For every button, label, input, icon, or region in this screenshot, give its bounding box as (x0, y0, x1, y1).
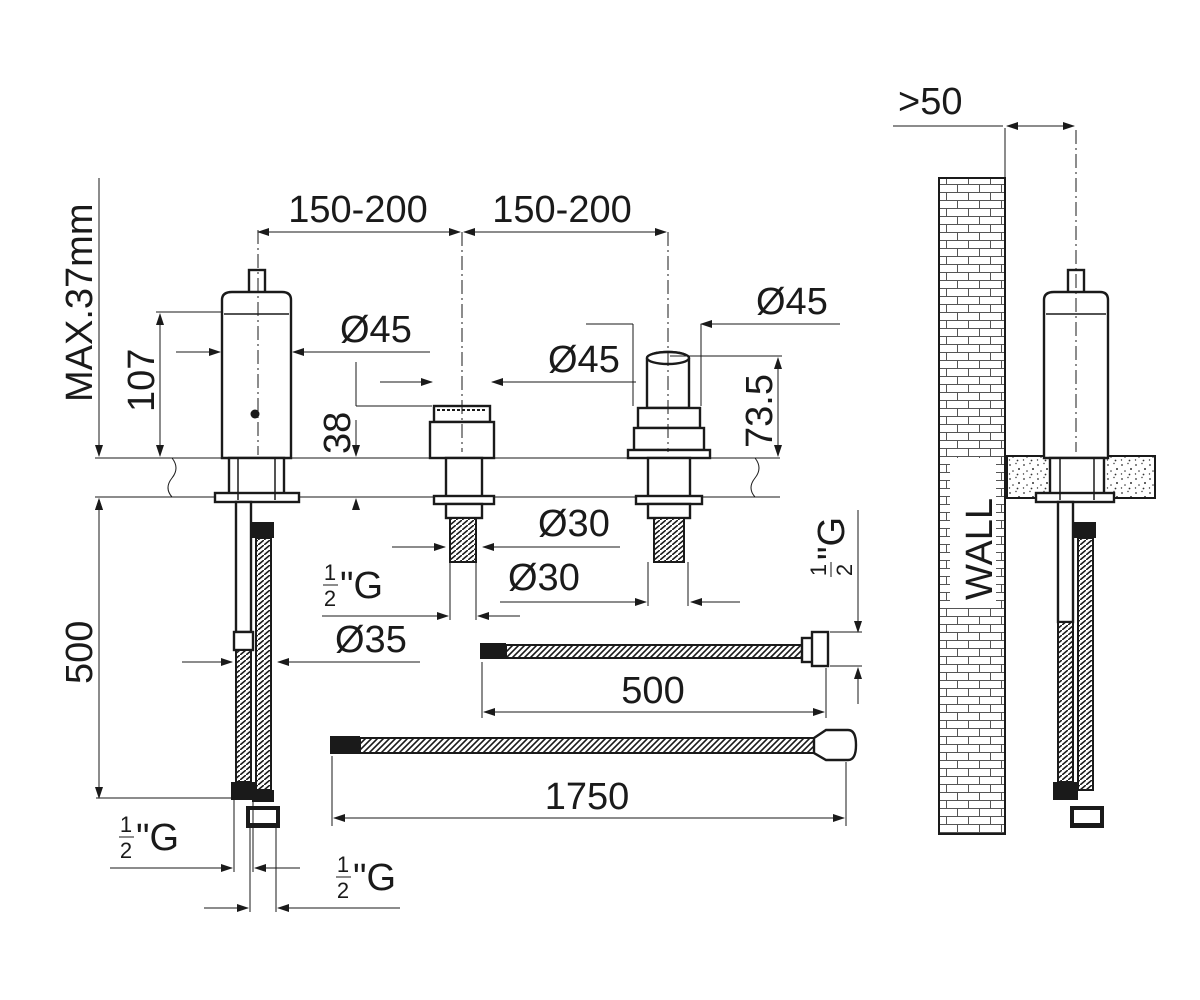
svg-text:1: 1 (337, 852, 349, 877)
label-length-500: 500 (59, 621, 101, 684)
label-max-thickness: MAX.37mm (59, 204, 101, 402)
dimension-labels: MAX.37mm 150-200 150-200 107 Ø45 Ø45 Ø45… (59, 81, 1001, 818)
label-diam-middle: Ø45 (548, 339, 620, 381)
label-spacing-left: 150-200 (288, 189, 427, 231)
svg-text:2: 2 (120, 838, 132, 863)
svg-text:2: 2 (832, 564, 857, 576)
spout-body (213, 230, 301, 828)
thread-label-bottom-right: 1 2 "G (336, 852, 396, 903)
label-diam-spout: Ø45 (340, 309, 412, 351)
svg-text:"G: "G (353, 857, 396, 899)
thread-label-middle: 1 2 "G (323, 560, 383, 611)
label-wall-gap: >50 (898, 81, 962, 123)
label-height-107: 107 (121, 349, 163, 412)
middle-valve (428, 232, 496, 563)
right-valve (626, 232, 712, 563)
short-hose (480, 630, 830, 668)
label-hose-1750: 1750 (545, 776, 630, 818)
label-wall: WALL (959, 498, 1001, 600)
label-diam-30-lower: Ø30 (508, 557, 580, 599)
label-height-73: 73.5 (739, 374, 781, 448)
thread-label-hose-end: 1 2 "G (806, 517, 857, 577)
svg-text:2: 2 (337, 878, 349, 903)
label-diam-right: Ø45 (756, 281, 828, 323)
svg-text:"G: "G (136, 817, 179, 859)
long-hose (330, 728, 858, 762)
label-diam-35: Ø35 (335, 619, 407, 661)
label-hose-500: 500 (621, 670, 684, 712)
svg-text:2: 2 (324, 586, 336, 611)
svg-text:"G: "G (340, 565, 383, 607)
svg-text:1: 1 (324, 560, 336, 585)
label-height-38: 38 (317, 412, 359, 454)
label-diam-30-upper: Ø30 (538, 503, 610, 545)
wall-view (938, 128, 1156, 835)
thread-label-bottom-left: 1 2 "G (119, 812, 179, 863)
svg-text:"G: "G (811, 517, 853, 560)
svg-text:1: 1 (120, 812, 132, 837)
dimension-lines (95, 122, 1075, 912)
label-spacing-right: 150-200 (492, 189, 631, 231)
svg-text:1: 1 (806, 564, 831, 576)
